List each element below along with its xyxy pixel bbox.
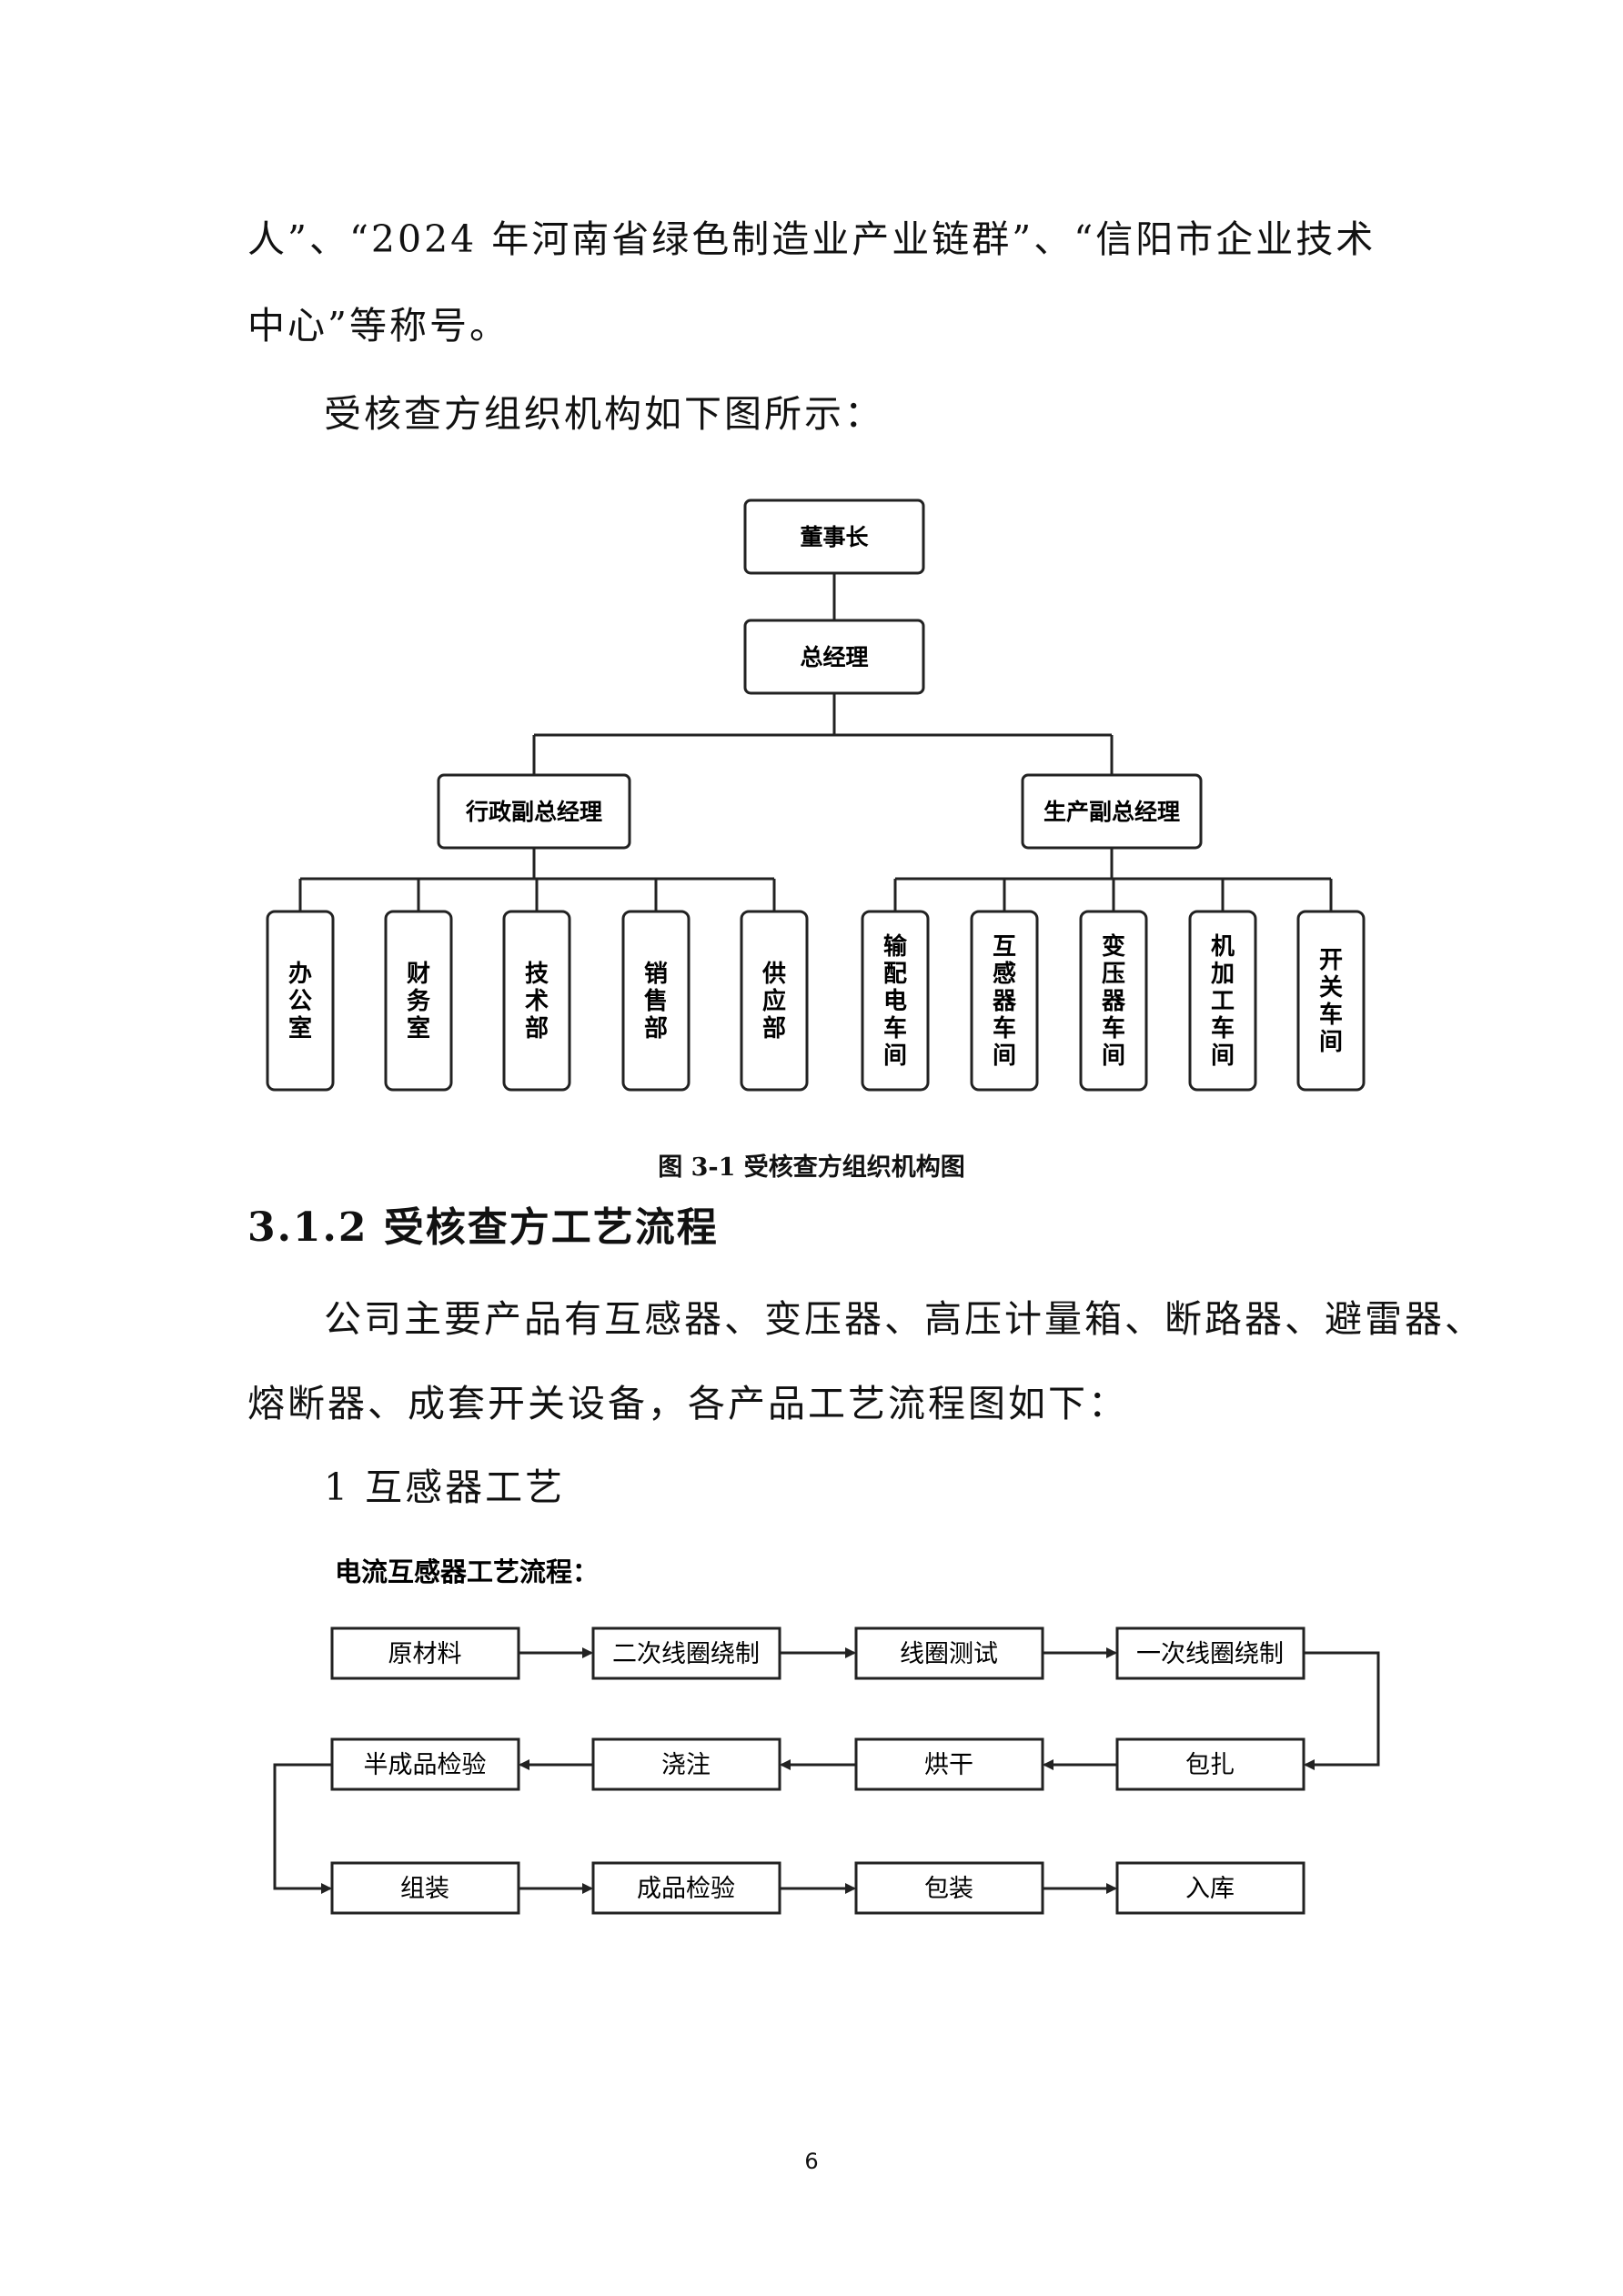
flow-arrow: [273, 1763, 332, 1894]
org-dept-office: 办公室: [266, 910, 335, 1092]
flow-step-label: 二次线圈绕制: [612, 1640, 760, 1668]
org-dept-label: 技术部: [525, 961, 549, 1042]
flow-step-label: 浇注: [661, 1751, 711, 1779]
figure-caption: 图 3-1 受核查方组织机构图: [658, 1153, 965, 1182]
flow-step-box: [854, 1626, 1044, 1680]
org-node-general-manager: 总经理: [743, 619, 925, 695]
org-dept-label: 供应部: [761, 961, 786, 1042]
org-dept-label: 变压器车间: [1101, 932, 1126, 1070]
flow-step-label: 组装: [400, 1875, 449, 1903]
list-item-heading: 1 互感器工艺: [324, 1465, 566, 1509]
flow-step-label: 一次线圈绕制: [1136, 1640, 1284, 1668]
flow-step-box: [1115, 1626, 1305, 1680]
org-dept-transformer-workshop: 变压器车间: [1079, 910, 1148, 1092]
org-node-admin-vp: 行政副总经理: [437, 773, 631, 850]
flow-step-box: [854, 1861, 1044, 1915]
flow-step-label: 包扎: [1185, 1751, 1235, 1779]
flow-step-box: [330, 1737, 520, 1791]
org-dept-technology: 技术部: [502, 910, 571, 1092]
org-node-chairman: 董事长: [743, 498, 925, 575]
paragraph-intro-org: 受核查方组织机构如下图所示：: [324, 392, 884, 436]
paragraph-line: 中心”等称号。: [247, 304, 509, 347]
org-dept-finance: 财务室: [384, 910, 453, 1092]
org-dept-sales: 销售部: [621, 910, 691, 1092]
org-dept-supply: 供应部: [740, 910, 809, 1092]
flow-title: 电流互感器工艺流程：: [335, 1556, 599, 1587]
org-dept-transformer-instrument-workshop: 互感器车间: [970, 910, 1039, 1092]
org-chart: 董事长 总经理 行政副总经理 生产副总经理 办公室 财务室 技术部 销售部 供应…: [266, 498, 1366, 1092]
org-node-production-vp: 生产副总经理: [1021, 773, 1203, 850]
flow-arrow: [1304, 1651, 1380, 1770]
flow-step-label: 成品检验: [637, 1875, 735, 1903]
org-node-label: 董事长: [800, 524, 869, 550]
org-dept-label: 办公室: [288, 961, 312, 1042]
flow-step-label: 烘干: [924, 1751, 973, 1779]
org-dept-switch-workshop: 开关车间: [1296, 910, 1366, 1092]
flow-step-label: 原材料: [388, 1640, 462, 1668]
flow-step-box: [591, 1861, 781, 1915]
org-dept-label: 互感器车间: [992, 933, 1017, 1070]
org-dept-label: 机加工车间: [1211, 933, 1235, 1070]
flow-step-label: 入库: [1185, 1875, 1235, 1903]
paragraph-line: 公司主要产品有互感器、变压器、高压计量箱、断路器、避雷器、: [324, 1297, 1485, 1341]
flow-step-box: [591, 1737, 781, 1791]
flow-step-box: [330, 1626, 520, 1680]
org-dept-label: 输配电车间: [883, 932, 908, 1070]
org-node-label: 生产副总经理: [1043, 799, 1180, 825]
process-flow-chart: 电流互感器工艺流程： 原材料 二次线圈绕制 线圈测试 一次线圈绕制 半成品检验 …: [273, 1556, 1380, 1915]
org-dept-machining-workshop: 机加工车间: [1188, 910, 1257, 1092]
paragraph-line: 人”、“2024 年河南省绿色制造业产业链群”、“信阳市企业技术: [247, 217, 1376, 261]
flow-step-box: [330, 1861, 520, 1915]
flow-step-box: [1115, 1861, 1305, 1915]
org-node-label: 总经理: [800, 644, 868, 670]
org-node-label: 行政副总经理: [465, 799, 602, 825]
org-dept-distribution-workshop: 输配电车间: [861, 910, 930, 1092]
flow-step-label: 线圈测试: [900, 1640, 998, 1668]
flow-step-label: 包装: [924, 1875, 973, 1903]
flow-step-label: 半成品检验: [364, 1751, 487, 1779]
page-number: 6: [804, 2149, 819, 2174]
org-dept-label: 销售部: [644, 961, 668, 1042]
paragraph-line: 熔断器、成套开关设备，各产品工艺流程图如下：: [247, 1382, 1128, 1425]
org-dept-label: 财务室: [407, 961, 430, 1042]
section-heading: 3.1.2 受核查方工艺流程: [247, 1204, 719, 1251]
org-dept-label: 开关车间: [1319, 947, 1343, 1056]
